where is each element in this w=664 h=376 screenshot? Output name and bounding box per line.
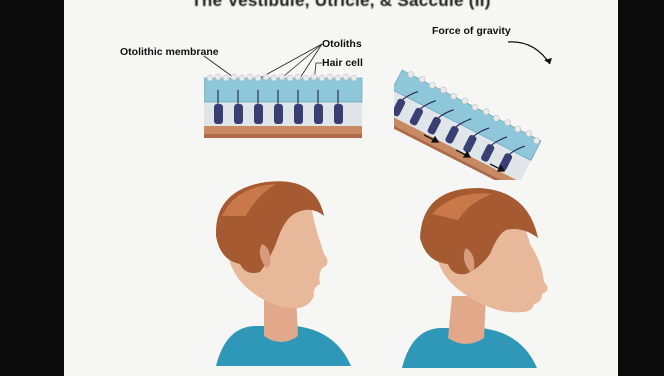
- macula-upright-diagram: [204, 72, 374, 147]
- letterbox-left: [0, 0, 64, 376]
- letterbox-right: [618, 0, 664, 376]
- gravity-arrow-icon: [504, 36, 564, 76]
- tilted-head-illustration: [382, 178, 557, 368]
- slide: The Vestibule, Utricle, & Saccule (II) O…: [64, 0, 618, 376]
- upright-head-illustration: [186, 176, 356, 366]
